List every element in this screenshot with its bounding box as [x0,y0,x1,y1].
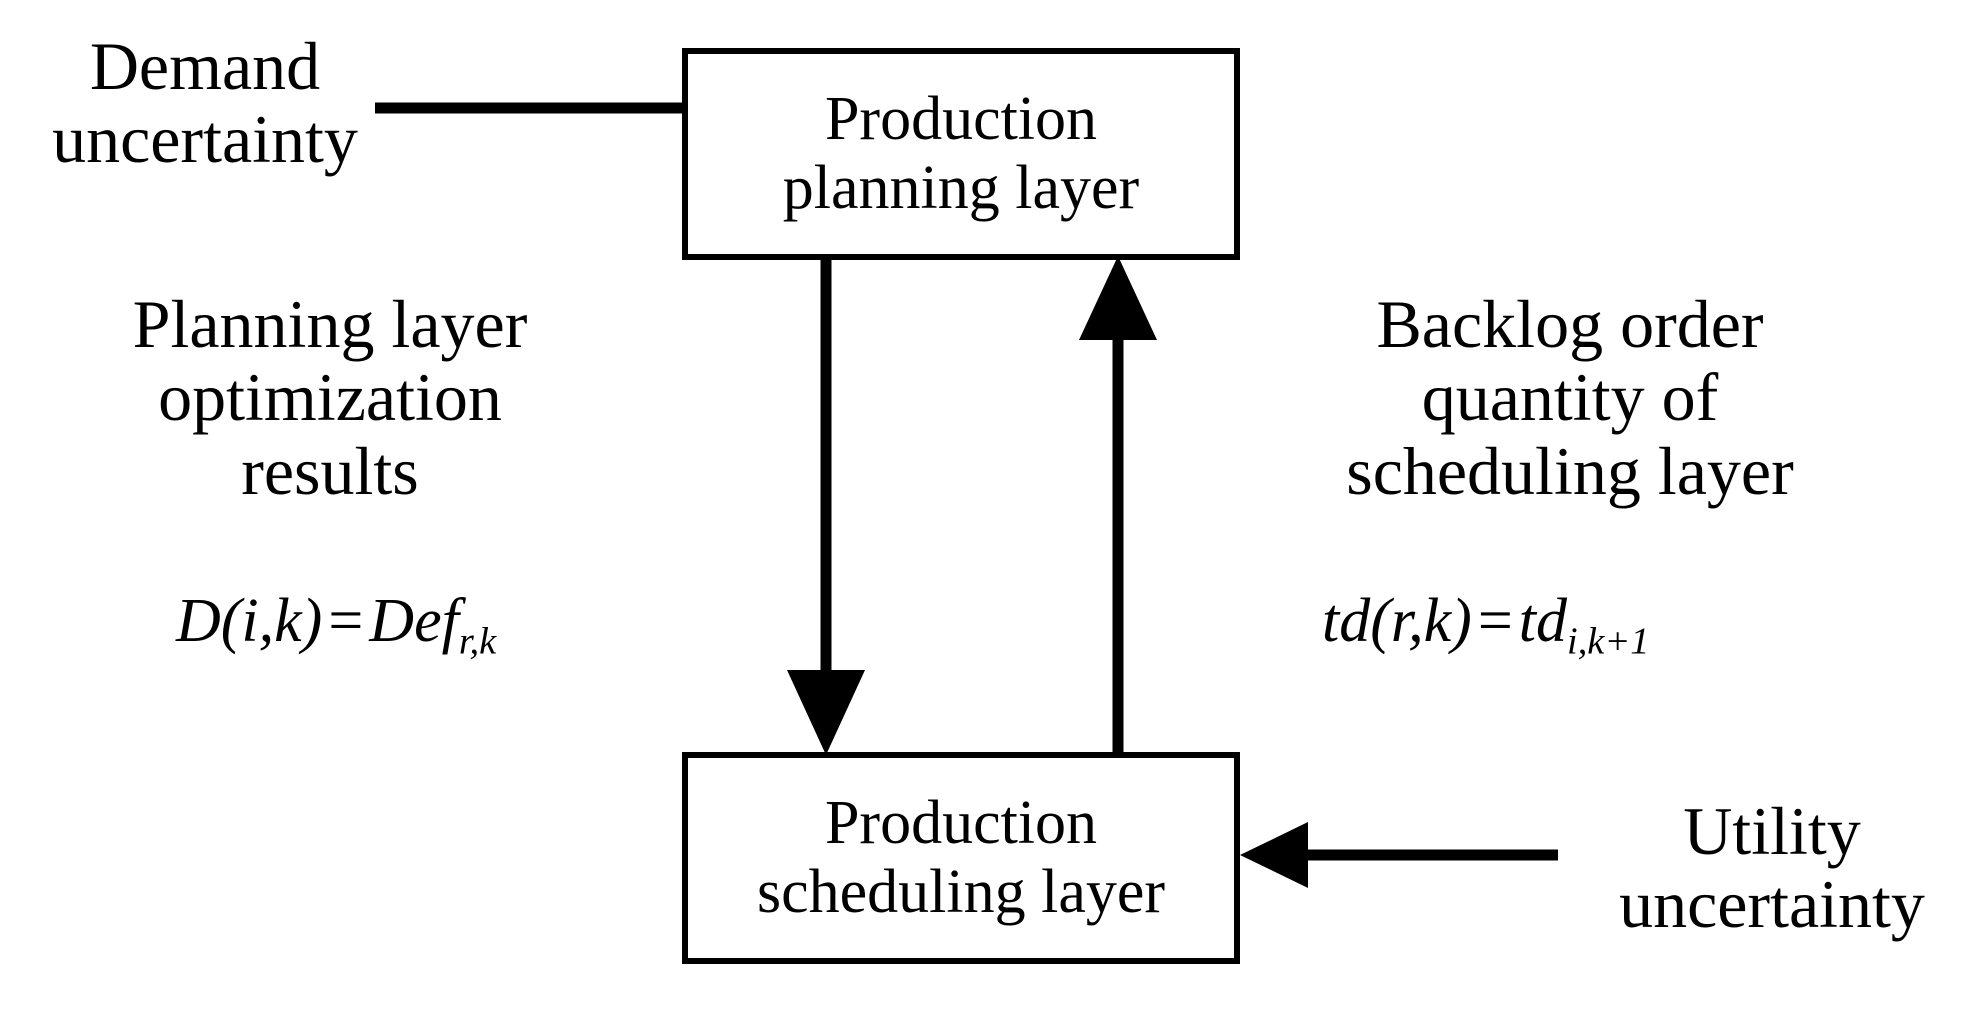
node-production-planning-layer[interactable]: Production planning layer [682,48,1240,260]
label-backlog-line1: Backlog order [1376,286,1764,362]
node-planning-label-line1: Production [824,84,1098,153]
label-planning-out-line3: results [241,432,419,509]
label-utility-uncertainty: Utility uncertainty [1560,793,1984,943]
label-backlog-line3: scheduling layer [1346,432,1794,509]
arrow-scheduling-to-planning-icon [1079,256,1157,756]
formula-backlog-lhs-args: (r,k) [1370,587,1472,655]
arrow-planning-to-scheduling-icon [787,258,865,755]
node-scheduling-label-line1: Production [824,788,1098,857]
label-utility-line1: Utility [1683,793,1861,869]
label-demand-line2: uncertainty [52,101,358,178]
node-production-scheduling-layer[interactable]: Production scheduling layer [682,752,1240,964]
label-backlog-line2: quantity of [1421,359,1719,436]
formula-backlog-lhs-var: td [1322,587,1371,655]
node-scheduling-label-line2: scheduling layer [756,858,1166,926]
label-planning-out-line2: optimization [158,359,502,436]
label-backlog-order-quantity: Backlog order quantity of scheduling lay… [1300,286,1840,509]
label-planning-layer-optimization-results: Planning layer optimization results [130,286,530,509]
formula-planning-lhs-var: D [176,587,221,655]
formula-planning-rhs-var: Def [369,587,459,655]
node-planning-label-line2: planning layer [782,154,1140,222]
label-utility-line2: uncertainty [1619,866,1925,943]
label-demand-line1: Demand [89,28,321,104]
formula-planning-layer-output: D(i,k)=Defr,k [176,590,496,661]
formula-planning-rhs-subscript: r,k [458,620,497,663]
formula-backlog-rhs-subscript: i,k+1 [1567,620,1650,663]
label-planning-out-line1: Planning layer [132,286,528,362]
formula-planning-lhs-args: (i,k) [220,587,323,655]
label-demand-uncertainty: Demand uncertainty [20,28,390,178]
formula-planning-operator: = [328,587,364,655]
formula-backlog-operator: = [1477,587,1513,655]
formula-backlog-rhs-var: td [1518,587,1568,655]
formula-backlog-order-quantity: td(r,k)=tdi,k+1 [1322,590,1650,661]
arrow-utility-to-scheduling-icon [1240,822,1558,888]
